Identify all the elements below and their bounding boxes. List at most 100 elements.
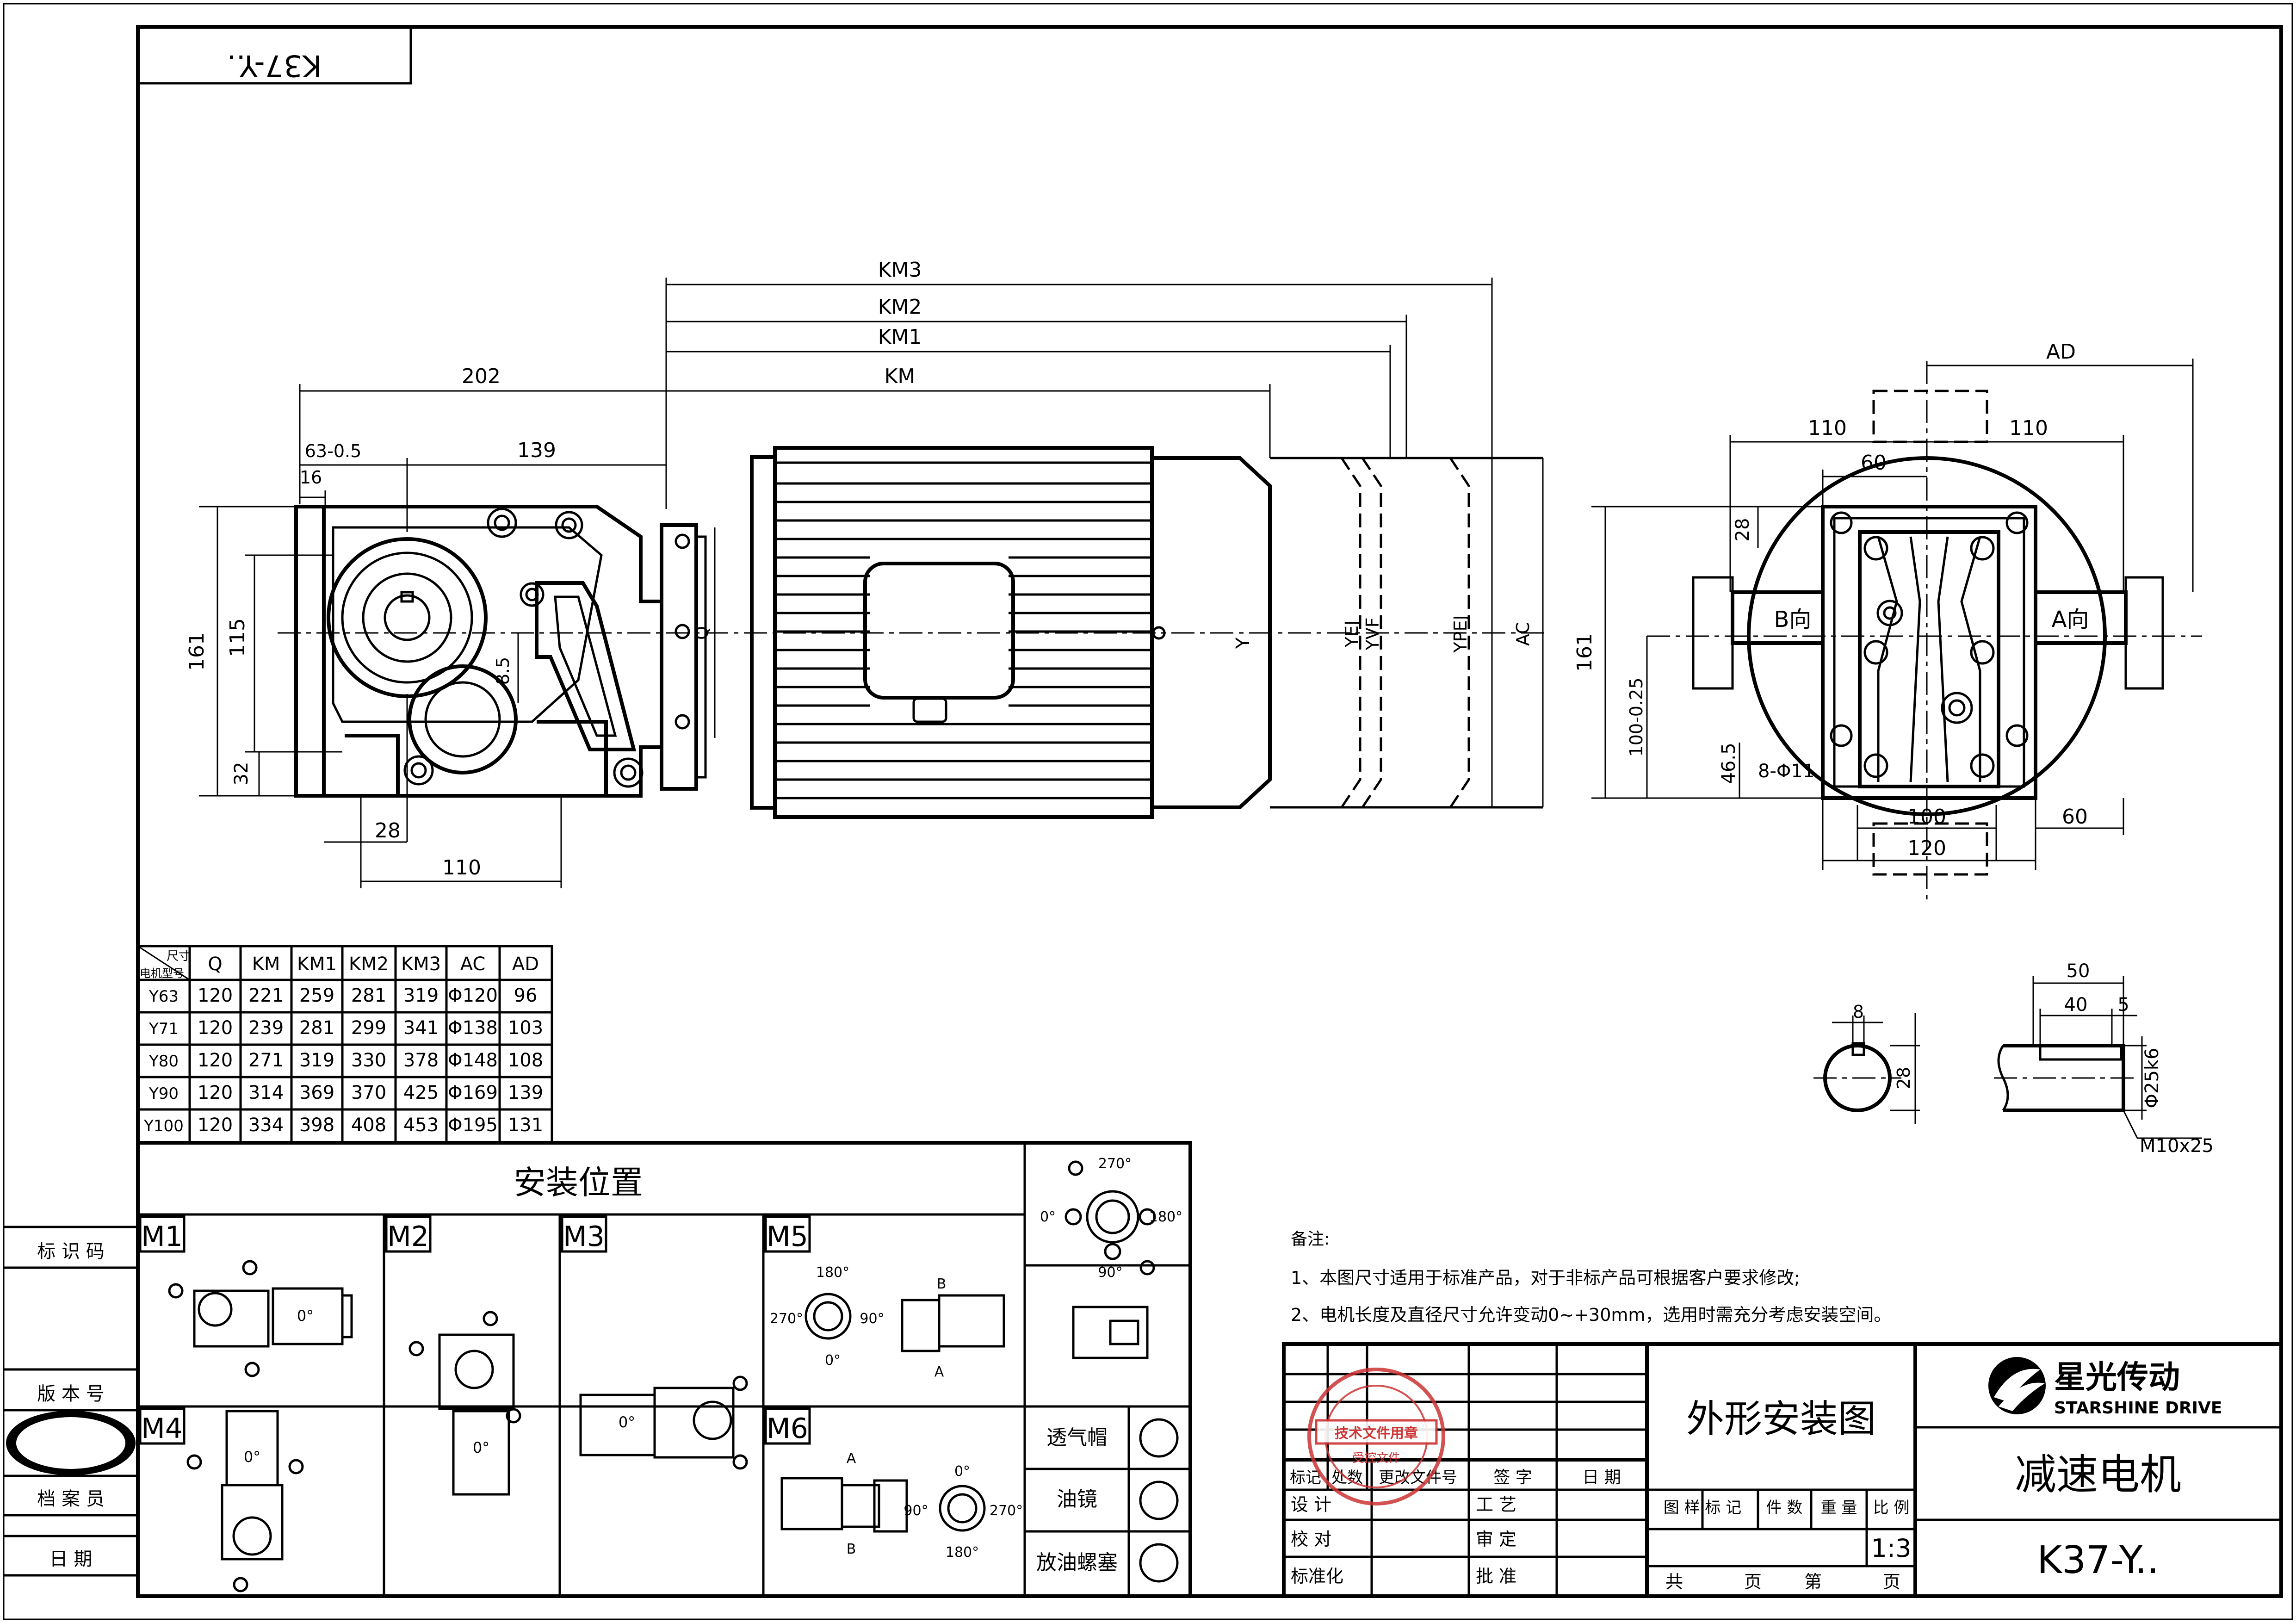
scale-value: 1:3 bbox=[1871, 1534, 1912, 1563]
svg-text:签 字: 签 字 bbox=[1493, 1468, 1532, 1487]
table-cell: 334 bbox=[248, 1115, 284, 1136]
table-cell: Φ148 bbox=[448, 1050, 498, 1071]
table-cell: Y63 bbox=[149, 987, 179, 1006]
corner-label: K37-Y.. bbox=[227, 48, 322, 82]
svg-text:页: 页 bbox=[1883, 1572, 1900, 1592]
svg-text:161: 161 bbox=[1573, 633, 1597, 672]
svg-text:AC: AC bbox=[1513, 622, 1533, 646]
front-view: B向 A向 bbox=[1573, 340, 2202, 902]
svg-text:A: A bbox=[847, 1450, 856, 1467]
svg-text:110: 110 bbox=[442, 856, 481, 880]
table-cell: 370 bbox=[351, 1082, 386, 1103]
svg-text:28: 28 bbox=[1894, 1067, 1914, 1089]
svg-text:重 量: 重 量 bbox=[1821, 1499, 1857, 1517]
svg-text:Q: Q bbox=[692, 626, 712, 640]
table-cell: 341 bbox=[403, 1017, 439, 1039]
table-cell: Φ138 bbox=[448, 1017, 498, 1039]
svg-text:Φ25k6: Φ25k6 bbox=[2141, 1048, 2163, 1109]
brand-en: STARSHINE DRIVE bbox=[2054, 1399, 2222, 1418]
svg-text:图 样 标 记: 图 样 标 记 bbox=[1664, 1499, 1741, 1517]
brand-logo: 星光传动 STARSHINE DRIVE bbox=[1988, 1357, 2222, 1418]
svg-text:161: 161 bbox=[185, 632, 209, 671]
svg-text:90°: 90° bbox=[860, 1311, 884, 1327]
svg-text:110: 110 bbox=[2009, 416, 2048, 440]
svg-text:审 定: 审 定 bbox=[1476, 1529, 1516, 1549]
title-block: 标记 处数 更改文件号 签 字 日 期 设 计 工 艺 校 对 审 定 标准化 … bbox=[1282, 1342, 2283, 1598]
table-cell: 330 bbox=[351, 1050, 386, 1071]
table-cell: 281 bbox=[299, 1017, 334, 1039]
svg-text:8: 8 bbox=[1853, 1002, 1864, 1022]
svg-text:工 艺: 工 艺 bbox=[1476, 1494, 1516, 1515]
table-cell: 239 bbox=[248, 1017, 284, 1039]
version-label: 版 本 号 bbox=[37, 1383, 104, 1405]
table-cell: Y100 bbox=[143, 1117, 184, 1135]
svg-text:YVF: YVF bbox=[1362, 617, 1383, 650]
table-cell: 103 bbox=[508, 1017, 543, 1039]
svg-text:M2: M2 bbox=[387, 1220, 429, 1253]
table-cell: Y80 bbox=[149, 1052, 179, 1071]
svg-text:校 对: 校 对 bbox=[1291, 1529, 1331, 1549]
inner-border bbox=[136, 25, 2283, 1598]
date-label: 日 期 bbox=[50, 1549, 93, 1570]
table-cell: Φ120 bbox=[448, 985, 498, 1006]
svg-text:28: 28 bbox=[1732, 518, 1753, 542]
table-cell: 131 bbox=[508, 1115, 543, 1136]
svg-text:270°: 270° bbox=[770, 1311, 803, 1327]
svg-text:0°: 0° bbox=[619, 1413, 635, 1431]
table-cell: 221 bbox=[248, 985, 284, 1006]
svg-text:139: 139 bbox=[517, 439, 556, 462]
svg-text:受控文件: 受控文件 bbox=[1352, 1451, 1400, 1465]
svg-text:M1: M1 bbox=[141, 1220, 183, 1253]
mounting-title: 安装位置 bbox=[514, 1164, 643, 1202]
table-cell: 319 bbox=[299, 1050, 334, 1071]
svg-text:M3: M3 bbox=[563, 1220, 605, 1253]
svg-text:标准化: 标准化 bbox=[1291, 1566, 1343, 1586]
table-cell: 281 bbox=[351, 985, 386, 1006]
svg-text:AD: AD bbox=[2046, 340, 2076, 364]
svg-text:B: B bbox=[937, 1276, 947, 1292]
note-2: 2、电机长度及直径尺寸允许变动0~+30mm，选用时需充分考虑安装空间。 bbox=[1291, 1305, 1891, 1325]
svg-text:M6: M6 bbox=[767, 1412, 808, 1445]
svg-text:A向: A向 bbox=[2052, 607, 2089, 632]
mounting-positions: 安装位置 M1 M2 M3 M5 M4 M6 0° 0° bbox=[136, 1141, 1192, 1598]
side-view: KM3 KM2 KM1 KM 202 139 63-0.5 16 161 115… bbox=[185, 258, 1550, 888]
table-cell: 408 bbox=[351, 1115, 386, 1136]
svg-text:28: 28 bbox=[375, 819, 401, 842]
table-cell: 299 bbox=[351, 1017, 386, 1039]
svg-text:16: 16 bbox=[300, 467, 322, 488]
table-cell: 398 bbox=[299, 1115, 334, 1136]
svg-text:100: 100 bbox=[1907, 805, 1946, 829]
svg-text:115: 115 bbox=[226, 618, 249, 657]
table-header-cell: AC bbox=[460, 954, 486, 975]
table-cell: 271 bbox=[248, 1050, 284, 1071]
table-cell: 120 bbox=[198, 1082, 233, 1103]
table-cell: 120 bbox=[198, 1017, 233, 1039]
drawing-name: 外形安装图 bbox=[1686, 1397, 1876, 1441]
drain-plug-icon bbox=[1139, 1543, 1179, 1583]
table-cell: 453 bbox=[403, 1115, 439, 1136]
table-cell: Y71 bbox=[149, 1020, 179, 1038]
table-cell: 120 bbox=[198, 1115, 233, 1136]
table-cell: 314 bbox=[248, 1082, 284, 1103]
svg-text:B向: B向 bbox=[1774, 607, 1812, 632]
svg-text:设 计: 设 计 bbox=[1291, 1494, 1331, 1515]
table-cell: 319 bbox=[403, 985, 439, 1006]
svg-text:63-0.5: 63-0.5 bbox=[305, 441, 362, 461]
svg-text:0°: 0° bbox=[825, 1352, 841, 1369]
svg-text:60: 60 bbox=[1861, 451, 1887, 475]
svg-text:60: 60 bbox=[2062, 805, 2088, 829]
svg-text:KM2: KM2 bbox=[878, 295, 922, 319]
svg-text:270°: 270° bbox=[990, 1503, 1023, 1519]
notes-title: 备注: bbox=[1291, 1230, 1330, 1249]
table-cell: 120 bbox=[198, 1050, 233, 1071]
svg-text:KM3: KM3 bbox=[878, 258, 922, 282]
table-header-cell: KM1 bbox=[297, 954, 337, 975]
svg-text:Y: Y bbox=[1232, 637, 1254, 649]
product-name: 减速电机 bbox=[2015, 1450, 2181, 1499]
svg-text:8.5: 8.5 bbox=[493, 657, 513, 685]
svg-text:180°: 180° bbox=[1149, 1209, 1182, 1225]
svg-text:技术文件用章: 技术文件用章 bbox=[1335, 1425, 1418, 1442]
table-header-cell: Q bbox=[208, 954, 222, 975]
